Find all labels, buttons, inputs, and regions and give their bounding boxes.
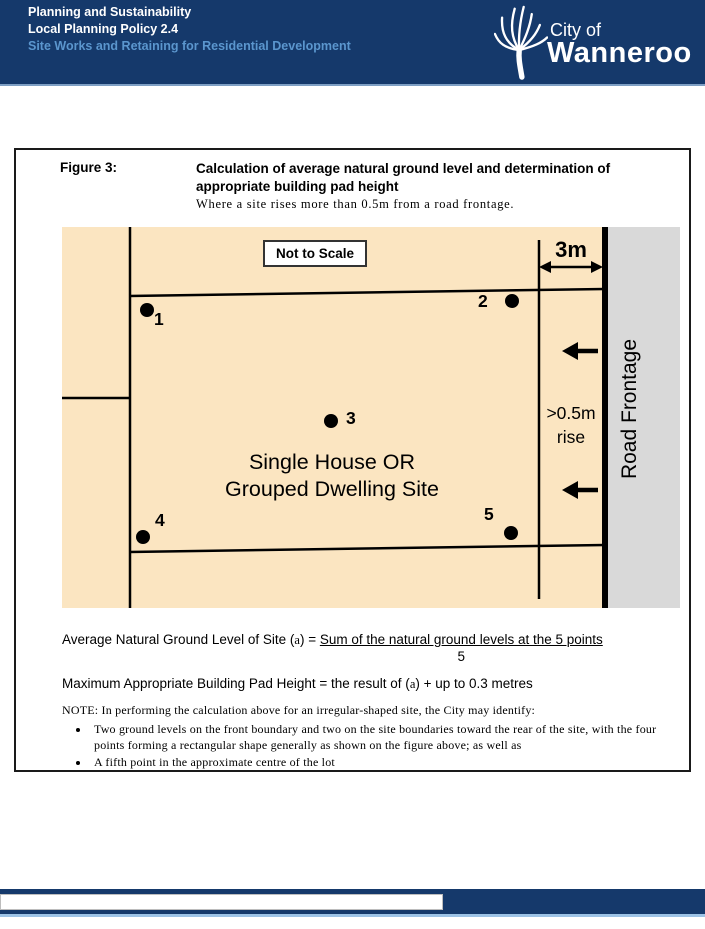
front-boundary-line (128, 287, 606, 298)
formula-fraction: Sum of the natural ground levels at the … (320, 632, 603, 664)
setback-measure-arrow (539, 261, 603, 273)
setback-width-label: 3m (555, 237, 587, 262)
footer-bar (0, 889, 705, 917)
site-type-label: Single House OR Grouped Dwelling Site (180, 449, 484, 503)
note-heading: NOTE: In performing the calculation abov… (62, 703, 536, 717)
note-bullet-2: A fifth point in the approximate centre … (90, 754, 666, 770)
ground-point-3-marker (324, 414, 338, 428)
variable-a: a (294, 633, 300, 647)
ground-point-5-label: 5 (484, 504, 494, 524)
ground-point-3-label: 3 (346, 408, 356, 428)
ground-point-5-marker (504, 526, 518, 540)
site-plan-diagram: Not to Scale 3m 1 2 3 4 5 Single House O… (62, 227, 680, 608)
note-block: NOTE: In performing the calculation abov… (62, 702, 666, 771)
max-pad-height-formula: Maximum Appropriate Building Pad Height … (62, 676, 533, 691)
fraction-numerator: Sum of the natural ground levels at the … (319, 632, 603, 647)
figure-3-box: Figure 3: Calculation of average natural… (14, 148, 691, 772)
header-banner: Planning and Sustainability Local Planni… (0, 0, 705, 86)
rise-direction-arrow-lower (562, 481, 598, 499)
not-to-scale-box: Not to Scale (263, 240, 367, 267)
ground-point-4-label: 4 (155, 510, 165, 530)
rise-value: >0.5m (546, 403, 596, 423)
rear-boundary-line (128, 543, 606, 554)
site-type-line1: Single House OR (248, 450, 416, 474)
ground-point-4-marker (136, 530, 150, 544)
ground-point-1-marker (140, 303, 154, 317)
ground-point-2-label: 2 (478, 291, 488, 311)
variable-a: a (409, 677, 416, 691)
rise-word: rise (556, 427, 586, 447)
road-boundary-line (602, 227, 608, 608)
logo-wanneroo-text: Wanneroo (547, 37, 692, 69)
avg-formula-prefix: Average Natural Ground Level of Site (a)… (62, 632, 320, 647)
footer-white-box (0, 894, 443, 910)
note-bullet-list: Two ground levels on the front boundary … (62, 721, 666, 770)
header-policy-subtitle: Site Works and Retaining for Residential… (28, 39, 351, 53)
figure-title-line2: appropriate building pad height (196, 179, 399, 194)
ground-point-2-marker (505, 294, 519, 308)
site-type-line2: Grouped Dwelling Site (225, 477, 439, 501)
ground-point-1-label: 1 (154, 309, 164, 329)
road-frontage-label: Road Frontage (618, 338, 641, 480)
rise-direction-arrow-upper (562, 342, 598, 360)
grass-tree-icon (493, 2, 549, 84)
figure-subtitle: Where a site rises more than 0.5m from a… (196, 197, 515, 211)
average-ground-level-formula: Average Natural Ground Level of Site (a)… (62, 632, 603, 664)
rise-label: >0.5m rise (539, 401, 603, 449)
figure-title: Calculation of average natural ground le… (196, 160, 676, 196)
logo-city-of-text: City of (550, 20, 602, 40)
header-policy-title: Local Planning Policy 2.4 (28, 22, 179, 36)
fraction-denominator: 5 (457, 649, 466, 664)
note-bullet-1: Two ground levels on the front boundary … (90, 721, 666, 753)
road-frontage-strip (608, 227, 680, 608)
figure-number-label: Figure 3: (60, 160, 118, 175)
diagram-linework (62, 227, 608, 608)
header-department: Planning and Sustainability (28, 5, 192, 19)
city-of-wanneroo-logo: City of Wanneroo (492, 0, 705, 84)
figure-title-line1: Calculation of average natural ground le… (196, 161, 611, 176)
